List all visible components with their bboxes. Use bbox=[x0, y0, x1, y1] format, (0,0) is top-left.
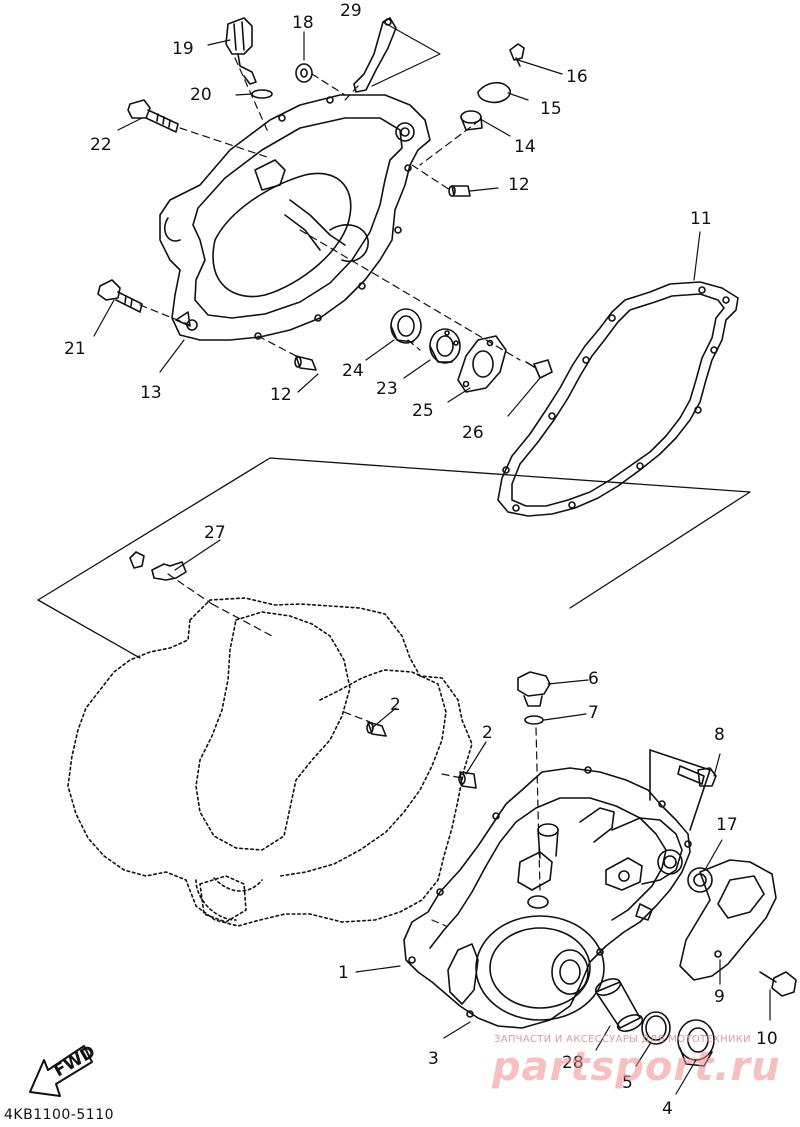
screw-16 bbox=[509, 43, 525, 67]
leader-lines-lower bbox=[355, 679, 771, 1095]
callout-17: 17 bbox=[716, 815, 738, 835]
bearing-23 bbox=[429, 328, 461, 364]
engine-case-boss bbox=[199, 875, 247, 923]
crankcase-cover-13 bbox=[159, 94, 431, 341]
bolt-8 bbox=[677, 765, 717, 787]
callout-20: 20 bbox=[190, 85, 212, 105]
engine-case-outline bbox=[67, 597, 473, 927]
oil-seal-18 bbox=[295, 63, 313, 83]
fwd-arrow-icon bbox=[29, 1045, 93, 1097]
callout-2-left: 2 bbox=[390, 695, 401, 715]
callout-labels: 1 2 2 3 4 5 6 7 8 9 10 11 12 12 13 14 15… bbox=[64, 1, 778, 1119]
callout-15: 15 bbox=[540, 99, 562, 119]
collar-28 bbox=[594, 978, 644, 1032]
callout-14: 14 bbox=[514, 137, 536, 157]
callout-9: 9 bbox=[714, 987, 725, 1007]
cap-15 bbox=[477, 81, 511, 104]
assembly-lines-middle bbox=[167, 573, 541, 927]
callout-1: 1 bbox=[338, 963, 349, 983]
assembly-plane-outline bbox=[37, 457, 751, 659]
callout-5: 5 bbox=[622, 1073, 633, 1093]
o-ring-5-inner bbox=[645, 1015, 667, 1041]
bolt-22 bbox=[127, 99, 179, 133]
bearing-retainer-25 bbox=[457, 335, 507, 393]
crankcase-cover-1 bbox=[403, 749, 711, 1029]
cover-9 bbox=[679, 859, 777, 981]
leader-lines-upper bbox=[93, 21, 701, 571]
plug-6 bbox=[517, 671, 551, 707]
callout-16: 16 bbox=[566, 67, 588, 87]
callout-4: 4 bbox=[662, 1099, 673, 1119]
callout-12-upper: 12 bbox=[508, 175, 530, 195]
callout-3: 3 bbox=[428, 1049, 439, 1069]
clamp-27 bbox=[129, 551, 187, 581]
watermark-tagline: ЗАПЧАСТИ И АКСЕССУАРЫ ДЛЯ МОТОТЕХНИКИ bbox=[494, 1034, 751, 1045]
callout-23: 23 bbox=[376, 379, 398, 399]
dowel-pin-2-right bbox=[458, 771, 477, 789]
callout-8: 8 bbox=[714, 725, 725, 745]
oil-filler-cap-19 bbox=[225, 17, 257, 85]
callout-12-lower: 12 bbox=[270, 385, 292, 405]
callout-10: 10 bbox=[756, 1029, 778, 1049]
callout-19: 19 bbox=[172, 39, 194, 59]
callout-13: 13 bbox=[140, 383, 162, 403]
screw-26 bbox=[525, 359, 553, 379]
callout-26: 26 bbox=[462, 423, 484, 443]
oil-seal-24 bbox=[390, 308, 422, 344]
o-ring-20 bbox=[251, 89, 273, 99]
screw-10 bbox=[759, 971, 797, 997]
callout-28: 28 bbox=[562, 1053, 584, 1073]
dowel-pin-2-left bbox=[366, 721, 387, 737]
callout-6: 6 bbox=[588, 669, 599, 689]
dowel-pin-12-upper bbox=[448, 185, 471, 197]
grommet-14 bbox=[460, 110, 483, 131]
callout-11: 11 bbox=[690, 209, 712, 229]
callout-27: 27 bbox=[204, 523, 226, 543]
callout-21: 21 bbox=[64, 339, 86, 359]
callout-29: 29 bbox=[340, 1, 362, 21]
watermark-logo: partsport.ru bbox=[492, 1044, 781, 1090]
callout-7: 7 bbox=[588, 703, 599, 723]
reference-code: 4KB1100-5110 bbox=[4, 1107, 115, 1123]
gasket-11 bbox=[497, 281, 739, 517]
callout-24: 24 bbox=[342, 361, 364, 381]
callout-2-right: 2 bbox=[482, 723, 493, 743]
assembly-lines-upper bbox=[139, 57, 521, 361]
gasket-7 bbox=[524, 715, 544, 725]
callout-22: 22 bbox=[90, 135, 112, 155]
bolt-21 bbox=[97, 279, 143, 313]
callout-18: 18 bbox=[292, 13, 314, 33]
dowel-pin-12-lower bbox=[294, 355, 317, 371]
o-ring-5 bbox=[641, 1011, 671, 1045]
fwd-label: FWD bbox=[51, 1042, 100, 1082]
bracket-29 bbox=[353, 17, 397, 93]
callout-25: 25 bbox=[412, 401, 434, 421]
